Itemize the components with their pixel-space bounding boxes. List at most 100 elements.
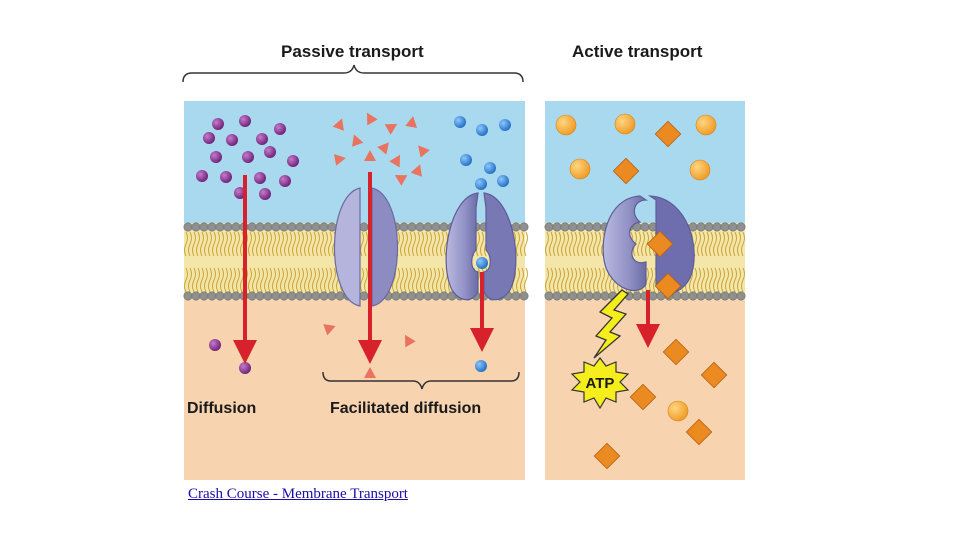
facilitated-bracket [322,371,520,390]
diffusion-particle [287,155,299,167]
lipid-head [680,291,690,301]
orange-ball [695,114,717,136]
membrane-bilayer-active [545,223,745,300]
orange-square [700,361,728,389]
diffusion-particle [203,132,215,144]
lipid-head [215,222,225,232]
blue-particle [497,175,509,187]
lipid-head [215,291,225,301]
lipid-head [423,222,433,232]
lipid-head [511,291,521,301]
lipid-head [255,222,265,232]
triangle-particle [334,153,346,166]
lipid-head [704,291,714,301]
lipid-head [568,291,578,301]
lipid-head [736,291,746,301]
lipid-head [223,291,233,301]
passive-bracket [182,64,524,83]
blue-particle [475,178,487,190]
channel-protein [333,187,399,307]
triangle-particle [352,134,364,147]
diffusion-particle [239,115,251,127]
lipid-head [423,291,433,301]
lipid-head [223,222,233,232]
orange-square [654,272,682,300]
lipid-head [399,222,409,232]
carrier-protein [445,192,517,301]
lipid-head [728,291,738,301]
blue-particle [475,360,487,372]
triangle-particle [377,142,389,155]
triangle-particle [364,367,376,378]
lipid-head [391,291,401,301]
diffusion-particle [220,171,232,183]
lipid-head [712,291,722,301]
orange-ball [555,114,577,136]
triangle-particle [332,118,344,131]
lipid-head [271,291,281,301]
diffusion-particle [239,362,251,374]
orange-square [593,442,621,470]
pump-protein [602,195,695,294]
lipid-head [231,291,241,301]
lipid-head [319,222,329,232]
lipid-head [632,291,642,301]
diffusion-particle [242,151,254,163]
triangle-particles [323,112,430,378]
diffusion-particle [264,146,276,158]
triangle-particle [389,154,400,168]
lipid-head [303,222,313,232]
atp-label: ATP [586,375,615,392]
lipid-head [407,291,417,301]
lipid-head [552,222,562,232]
lipid-head [511,222,521,232]
diffusion-particle [279,175,291,187]
diffusion-particle [256,133,268,145]
lipid-head [431,222,441,232]
lipid-head [600,291,610,301]
diffusion-particle [274,123,286,135]
lipid-head [552,291,562,301]
lipid-head [287,222,297,232]
diffusion-particle [259,188,271,200]
lipid-head [560,291,570,301]
facilitated-diffusion-label: Facilitated diffusion [330,400,482,417]
triangle-particle [394,175,408,186]
lipid-head [311,291,321,301]
lipid-head [199,291,209,301]
blue-particles [454,116,511,372]
lipid-head [207,291,217,301]
orange-ball [667,400,689,422]
lipid-head [720,291,730,301]
lipid-head [576,222,586,232]
lipid-head [560,222,570,232]
crash-course-link[interactable]: Crash Course - Membrane Transport [188,486,408,502]
orange-square [662,338,690,366]
lipid-head [407,222,417,232]
lipid-head [696,291,706,301]
lipid-head [544,291,554,301]
diffusion-particle [254,172,266,184]
atp-burst [570,357,630,410]
lipid-head [327,291,337,301]
diffusion-particle [212,118,224,130]
lipid-head [720,222,730,232]
lipid-head [576,291,586,301]
lipid-head [183,222,193,232]
lipid-head [592,291,602,301]
lipid-head [279,291,289,301]
lipid-head [207,222,217,232]
lipid-head [183,291,193,301]
active-panel [544,101,746,480]
lipid-head [439,222,449,232]
lipid-head [303,291,313,301]
passive-transport-heading: Passive transport [281,42,424,61]
triangle-particle [405,334,416,348]
triangle-particle [418,145,430,158]
lipid-head [399,291,409,301]
triangle-particle [323,324,336,336]
lipid-head [271,222,281,232]
lipid-head [544,222,554,232]
lipid-head [688,291,698,301]
